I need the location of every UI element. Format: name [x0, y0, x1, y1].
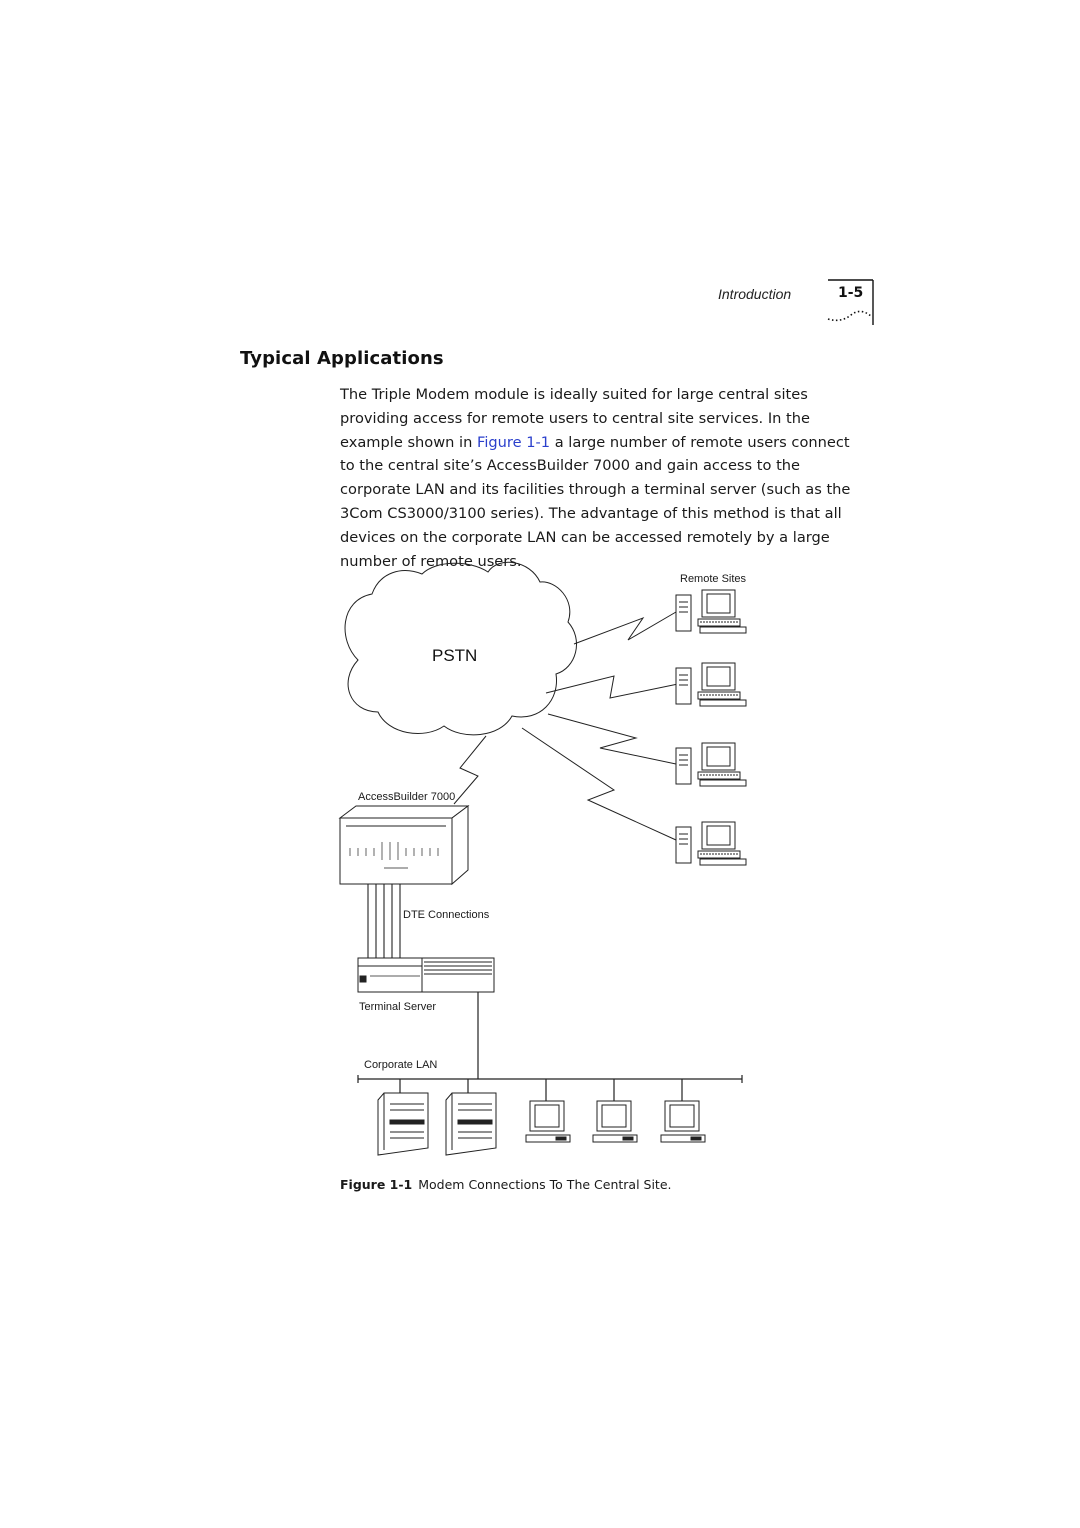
running-header-section: Introduction: [718, 286, 792, 302]
terminal-server: [357, 957, 495, 993]
body-paragraph: The Triple Modem module is ideally suite…: [340, 383, 865, 573]
remote-site-pc-2: [675, 662, 747, 707]
section-heading: Typical Applications: [240, 348, 444, 369]
access-builder-label: AccessBuilder 7000: [358, 791, 455, 803]
figure-cross-reference-link[interactable]: Figure 1-1: [477, 433, 551, 451]
remote-sites-label: Remote Sites: [680, 573, 747, 585]
dialup-link-1: [573, 611, 677, 645]
lan-workstation-1: [525, 1100, 571, 1143]
access-builder-chassis: [338, 805, 470, 886]
figure-caption: Figure 1-1 Modem Connections To The Centr…: [340, 1177, 672, 1192]
figure-caption-text: Modem Connections To The Central Site.: [418, 1177, 672, 1192]
remote-site-pc-1: [675, 589, 747, 634]
dialup-link-4: [521, 727, 677, 841]
lan-server-2: [445, 1092, 497, 1156]
remote-site-pc-3: [675, 742, 747, 787]
dialup-link-2: [545, 675, 679, 699]
lan-workstation-2: [592, 1100, 638, 1143]
remote-site-pc-4: [675, 821, 747, 866]
lan-workstation-3: [660, 1100, 706, 1143]
dialup-link-access-builder: [453, 735, 487, 805]
figure-caption-number: Figure 1-1: [340, 1177, 413, 1192]
pstn-label: PSTN: [432, 646, 477, 665]
page-number: 1-5: [838, 285, 864, 301]
dte-connections-label: DTE Connections: [403, 909, 490, 921]
header-corner-rule: [827, 279, 874, 325]
terminal-server-label: Terminal Server: [359, 1001, 436, 1013]
pstn-cloud: [344, 561, 577, 736]
dialup-link-3: [547, 713, 677, 765]
paragraph-text-end: a large number of remote users connect t…: [340, 433, 851, 570]
corporate-lan-label: Corporate LAN: [364, 1059, 437, 1071]
paragraph-text-start: The Triple Modem module is ideally suite…: [340, 386, 810, 451]
lan-server-1: [377, 1092, 429, 1156]
